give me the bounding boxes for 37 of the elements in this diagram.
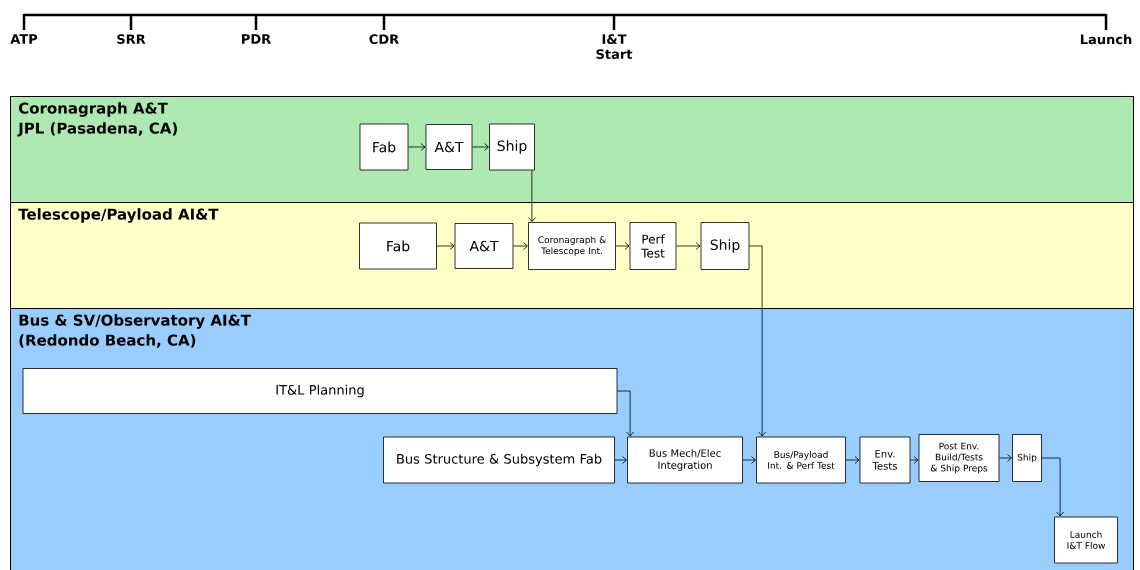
arrow	[845, 456, 860, 464]
milestone-label: I&T Start	[596, 34, 633, 60]
arrow	[614, 456, 627, 464]
process-box: Fab	[359, 222, 437, 270]
arrow	[1041, 457, 1064, 517]
process-box: IT&L Planning	[22, 368, 618, 414]
process-box: Env. Tests	[859, 436, 911, 484]
process-box: Ship	[489, 123, 535, 171]
milestone-label: PDR	[242, 34, 271, 44]
arrow	[617, 390, 634, 437]
process-box: Coronagraph & Telescope Int.	[528, 222, 616, 270]
arrow	[408, 143, 426, 151]
arrow	[676, 242, 701, 250]
arrow	[615, 242, 630, 250]
arrow	[999, 454, 1012, 462]
arrow	[513, 242, 528, 250]
process-box: Bus Structure & Subsystem Fab	[383, 436, 615, 484]
process-box: Post Env. Build/Tests & Ship Preps	[918, 434, 1000, 482]
milestone-label: SRR	[117, 34, 146, 45]
process-box: Perf Test	[629, 222, 677, 270]
process-box: Ship	[700, 222, 750, 270]
milestone-label: CDR	[369, 34, 399, 45]
arrow	[528, 217, 536, 222]
milestone-label: ATP	[10, 34, 38, 44]
process-box: Ship	[1012, 434, 1042, 482]
process-box: Launch I&T Flow	[1054, 516, 1118, 564]
process-box: Fab	[359, 123, 409, 171]
process-box: A&T	[454, 223, 514, 269]
process-box: Bus Mech/Elec Integration	[627, 436, 743, 484]
arrow	[910, 456, 919, 464]
arrow	[749, 245, 766, 437]
arrow	[436, 242, 455, 250]
process-box: A&T	[425, 124, 473, 170]
process-box: Bus/Payload Int. & Perf Test	[756, 436, 846, 484]
arrow	[472, 143, 489, 151]
arrow	[742, 456, 756, 464]
milestone-label: Launch	[1080, 34, 1132, 45]
